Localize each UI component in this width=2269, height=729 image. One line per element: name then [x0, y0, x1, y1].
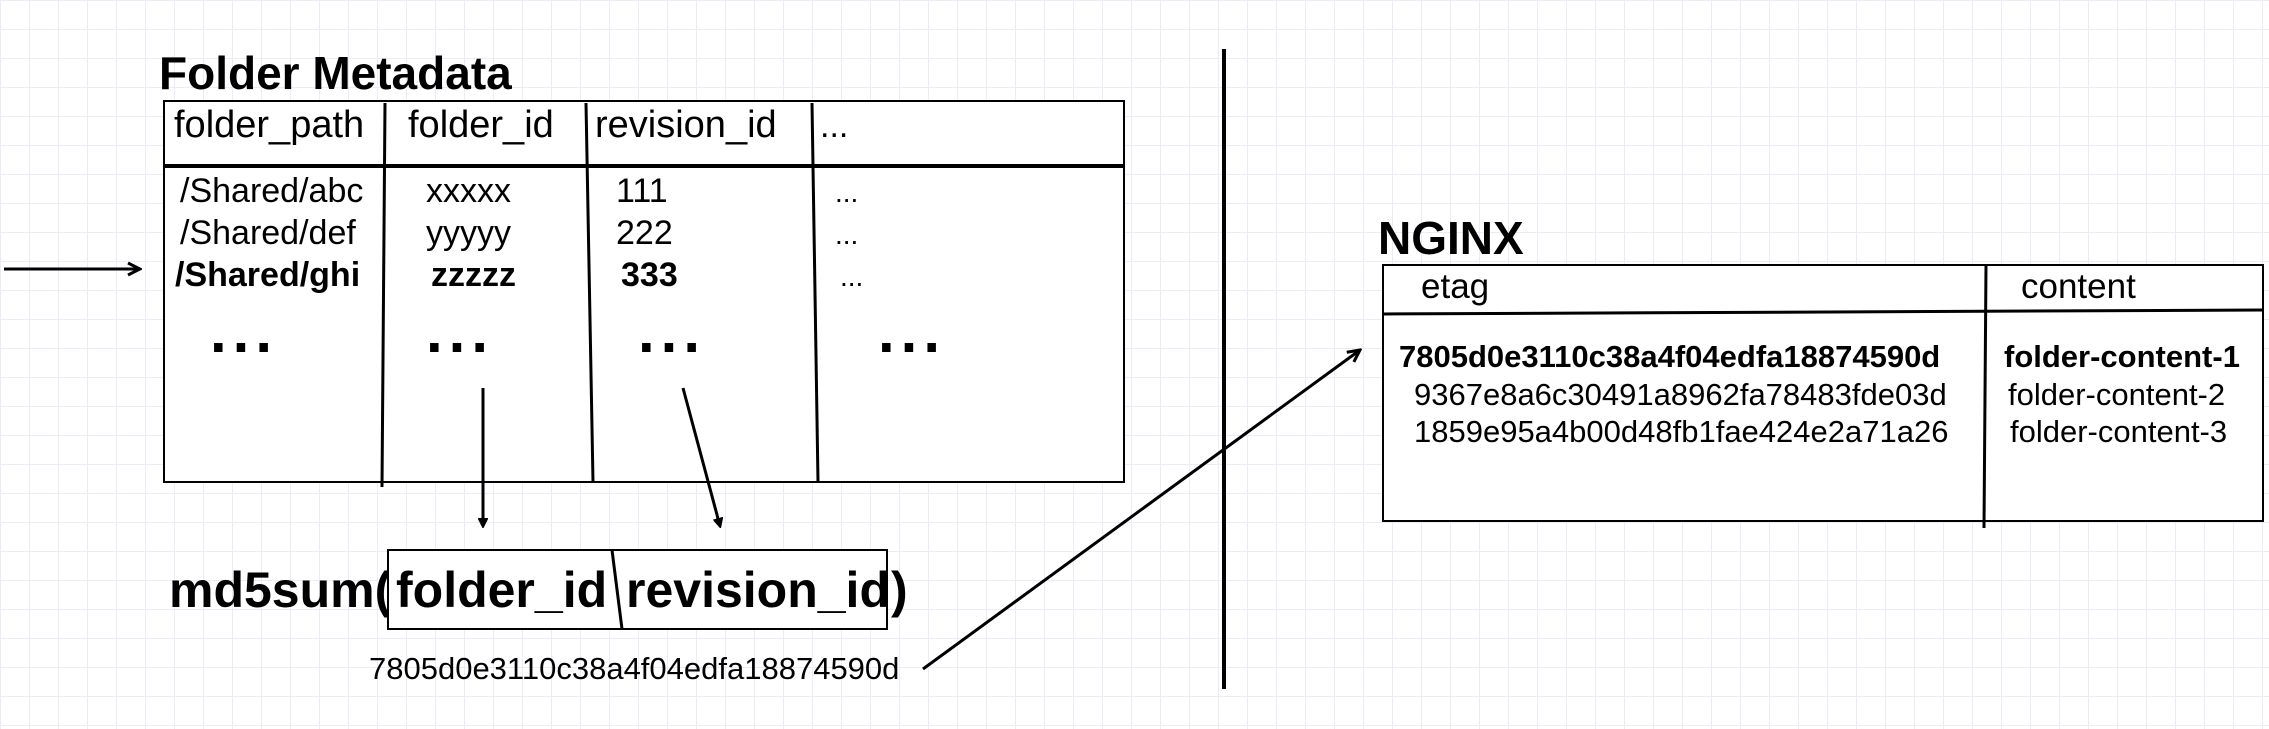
- column-header-folder-id: folder_id: [408, 104, 554, 146]
- column-header-more: ...: [820, 107, 848, 145]
- cell-folder-id: xxxxx: [426, 172, 511, 210]
- cell-more: ...: [835, 219, 858, 250]
- column-divider: [810, 102, 820, 483]
- table-row: /Shared/abc xxxxx 111 ...: [180, 172, 858, 210]
- column-divider: [584, 102, 595, 483]
- cell-content: folder-content-2: [2008, 377, 2225, 412]
- table-row: 1859e95a4b00d48fb1fae424e2a71a26 folder-…: [1414, 414, 2227, 449]
- cell-revision-id: 333: [621, 256, 678, 294]
- args-divider: [610, 549, 624, 630]
- md5-arg-folder-id: folder_id: [396, 562, 607, 618]
- revision-id-arrow: [681, 387, 720, 526]
- column-header-content: content: [2021, 267, 2136, 306]
- cell-folder-path: /Shared/def: [180, 214, 356, 252]
- md5sum-label: md5sum(: [169, 562, 392, 618]
- column-header-etag: etag: [1421, 267, 1489, 306]
- cell-folder-path: /Shared/ghi: [175, 256, 360, 294]
- ellipsis: ...: [210, 298, 278, 365]
- cell-folder-path: /Shared/abc: [180, 172, 363, 210]
- cell-etag: 7805d0e3110c38a4f04edfa18874590d: [1399, 339, 1940, 374]
- cell-folder-id: yyyyy: [426, 214, 511, 252]
- md5-result: 7805d0e3110c38a4f04edfa18874590d: [369, 651, 899, 686]
- header-divider: [1382, 308, 2264, 316]
- cell-content: folder-content-1: [2004, 339, 2240, 374]
- md5sum-close-paren: ): [891, 562, 908, 618]
- md5-args-box: [387, 549, 888, 630]
- cell-etag: 9367e8a6c30491a8962fa78483fde03d: [1414, 377, 1947, 412]
- nginx-title: NGINX: [1378, 212, 1524, 264]
- cell-revision-id: 111: [616, 172, 668, 210]
- nginx-table: etag content 7805d0e3110c38a4f04edfa1887…: [1382, 264, 2264, 529]
- table-row: 9367e8a6c30491a8962fa78483fde03d folder-…: [1414, 377, 2225, 412]
- table-row-highlighted: 7805d0e3110c38a4f04edfa18874590d folder-…: [1399, 339, 2240, 374]
- cell-etag: 1859e95a4b00d48fb1fae424e2a71a26: [1414, 414, 1948, 449]
- md5sum-expression: md5sum( folder_id revision_id ) 7805d0e3…: [169, 549, 908, 686]
- table-row: /Shared/def yyyyy 222 ...: [180, 214, 858, 252]
- folder-metadata-title: Folder Metadata: [159, 47, 512, 99]
- ellipsis: ...: [878, 298, 946, 365]
- table-row-highlighted: /Shared/ghi zzzzz 333 ...: [175, 256, 863, 294]
- cell-revision-id: 222: [616, 214, 673, 252]
- ellipsis: ...: [426, 298, 494, 365]
- column-divider: [1982, 264, 1988, 529]
- cell-content: folder-content-3: [2010, 414, 2227, 449]
- cell-more: ...: [835, 177, 858, 208]
- etag-arrow: [922, 350, 1360, 671]
- md5-arg-revision-id: revision_id: [626, 562, 890, 618]
- ellipsis: ...: [638, 298, 706, 365]
- column-header-revision-id: revision_id: [595, 104, 777, 146]
- cell-more: ...: [840, 261, 863, 292]
- cell-folder-id: zzzzz: [431, 256, 516, 294]
- column-header-folder-path: folder_path: [174, 104, 364, 146]
- column-divider: [380, 102, 387, 488]
- folder-metadata-table: folder_path folder_id revision_id ... /S…: [163, 100, 1125, 488]
